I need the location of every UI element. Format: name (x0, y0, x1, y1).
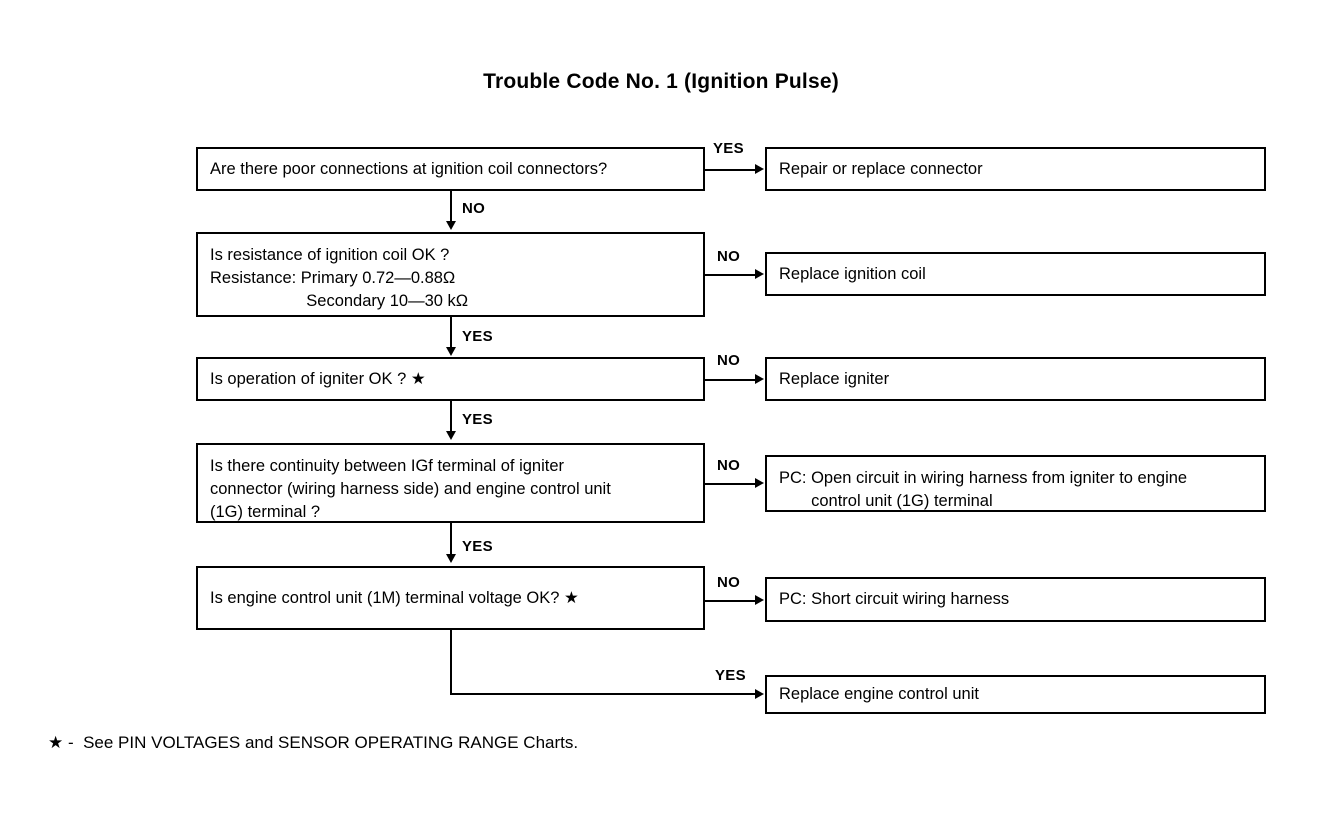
line-d2-yes (450, 317, 452, 349)
action-box-5-text: PC: Short circuit wiring harness (779, 590, 1010, 608)
line-d4-yes (450, 523, 452, 556)
line-d1-yes (705, 169, 757, 171)
action-box-6: Replace engine control unit (765, 675, 1266, 714)
line-d5-yes-vertical (450, 630, 452, 694)
arrow-d5-no (755, 595, 764, 605)
arrow-d2-yes (446, 347, 456, 356)
action-box-3-text: Replace igniter (779, 369, 890, 388)
action-box-1-text: Repair or replace connector (779, 159, 983, 178)
decision-box-2-line-2: Resistance: Primary 0.72—0.88Ω (210, 269, 456, 287)
action-box-2-text: Replace ignition coil (779, 264, 926, 283)
arrow-d5-yes (755, 689, 764, 699)
arrow-d4-no (755, 478, 764, 488)
branch-label-d4-no: NO (717, 457, 741, 474)
decision-box-4-line-1: Is there continuity between IGf terminal… (210, 457, 565, 475)
branch-label-d1-no: NO (462, 200, 486, 217)
branch-label-d2-no: NO (717, 248, 741, 265)
line-d1-no (450, 191, 452, 223)
action-box-1: Repair or replace connector (765, 147, 1266, 191)
decision-box-4-text: Is there continuity between IGf terminal… (210, 455, 611, 524)
page-title: Trouble Code No. 1 (Ignition Pulse) (483, 70, 839, 93)
line-d5-yes-horizontal (450, 693, 757, 695)
arrow-d1-yes (755, 164, 764, 174)
arrow-d2-no (755, 269, 764, 279)
arrow-d4-yes (446, 554, 456, 563)
action-box-5: PC: Short circuit wiring harness (765, 577, 1266, 622)
branch-label-d5-no: NO (717, 574, 741, 591)
branch-label-d1-yes: YES (713, 140, 744, 157)
branch-label-d2-yes: YES (462, 328, 493, 345)
action-box-4-line-2: control unit (1G) terminal (779, 492, 993, 510)
line-d3-yes (450, 401, 452, 433)
decision-box-1-text: Are there poor connections at ignition c… (210, 159, 608, 178)
decision-box-2-line-3: Secondary 10—30 kΩ (210, 292, 469, 310)
decision-box-2: Is resistance of ignition coil OK ? Resi… (196, 232, 705, 317)
line-d5-no (705, 600, 757, 602)
decision-box-5-text: Is engine control unit (1M) terminal vol… (210, 588, 579, 607)
decision-box-5: Is engine control unit (1M) terminal vol… (196, 566, 705, 630)
decision-box-4: Is there continuity between IGf terminal… (196, 443, 705, 523)
action-box-6-text: Replace engine control unit (779, 685, 979, 703)
branch-label-d4-yes: YES (462, 538, 493, 555)
branch-label-d3-yes: YES (462, 411, 493, 428)
action-box-4-text: PC: Open circuit in wiring harness from … (779, 467, 1187, 513)
branch-label-d5-yes: YES (715, 667, 746, 684)
decision-box-2-line-1: Is resistance of ignition coil OK ? (210, 246, 450, 264)
line-d3-no (705, 379, 757, 381)
line-d4-no (705, 483, 757, 485)
decision-box-3-text: Is operation of igniter OK ? ★ (210, 369, 426, 388)
arrow-d3-no (755, 374, 764, 384)
line-d2-no (705, 274, 757, 276)
decision-box-4-line-2: connector (wiring harness side) and engi… (210, 480, 611, 498)
decision-box-3: Is operation of igniter OK ? ★ (196, 357, 705, 401)
decision-box-1: Are there poor connections at ignition c… (196, 147, 705, 191)
decision-box-4-line-3: (1G) terminal ? (210, 503, 321, 521)
action-box-3: Replace igniter (765, 357, 1266, 401)
arrow-d1-no (446, 221, 456, 230)
footnote: ★ - See PIN VOLTAGES and SENSOR OPERATIN… (48, 733, 579, 752)
decision-box-2-text: Is resistance of ignition coil OK ? Resi… (210, 244, 468, 313)
action-box-4: PC: Open circuit in wiring harness from … (765, 455, 1266, 512)
action-box-2: Replace ignition coil (765, 252, 1266, 296)
arrow-d3-yes (446, 431, 456, 440)
branch-label-d3-no: NO (717, 352, 741, 369)
action-box-4-line-1: PC: Open circuit in wiring harness from … (779, 469, 1188, 487)
